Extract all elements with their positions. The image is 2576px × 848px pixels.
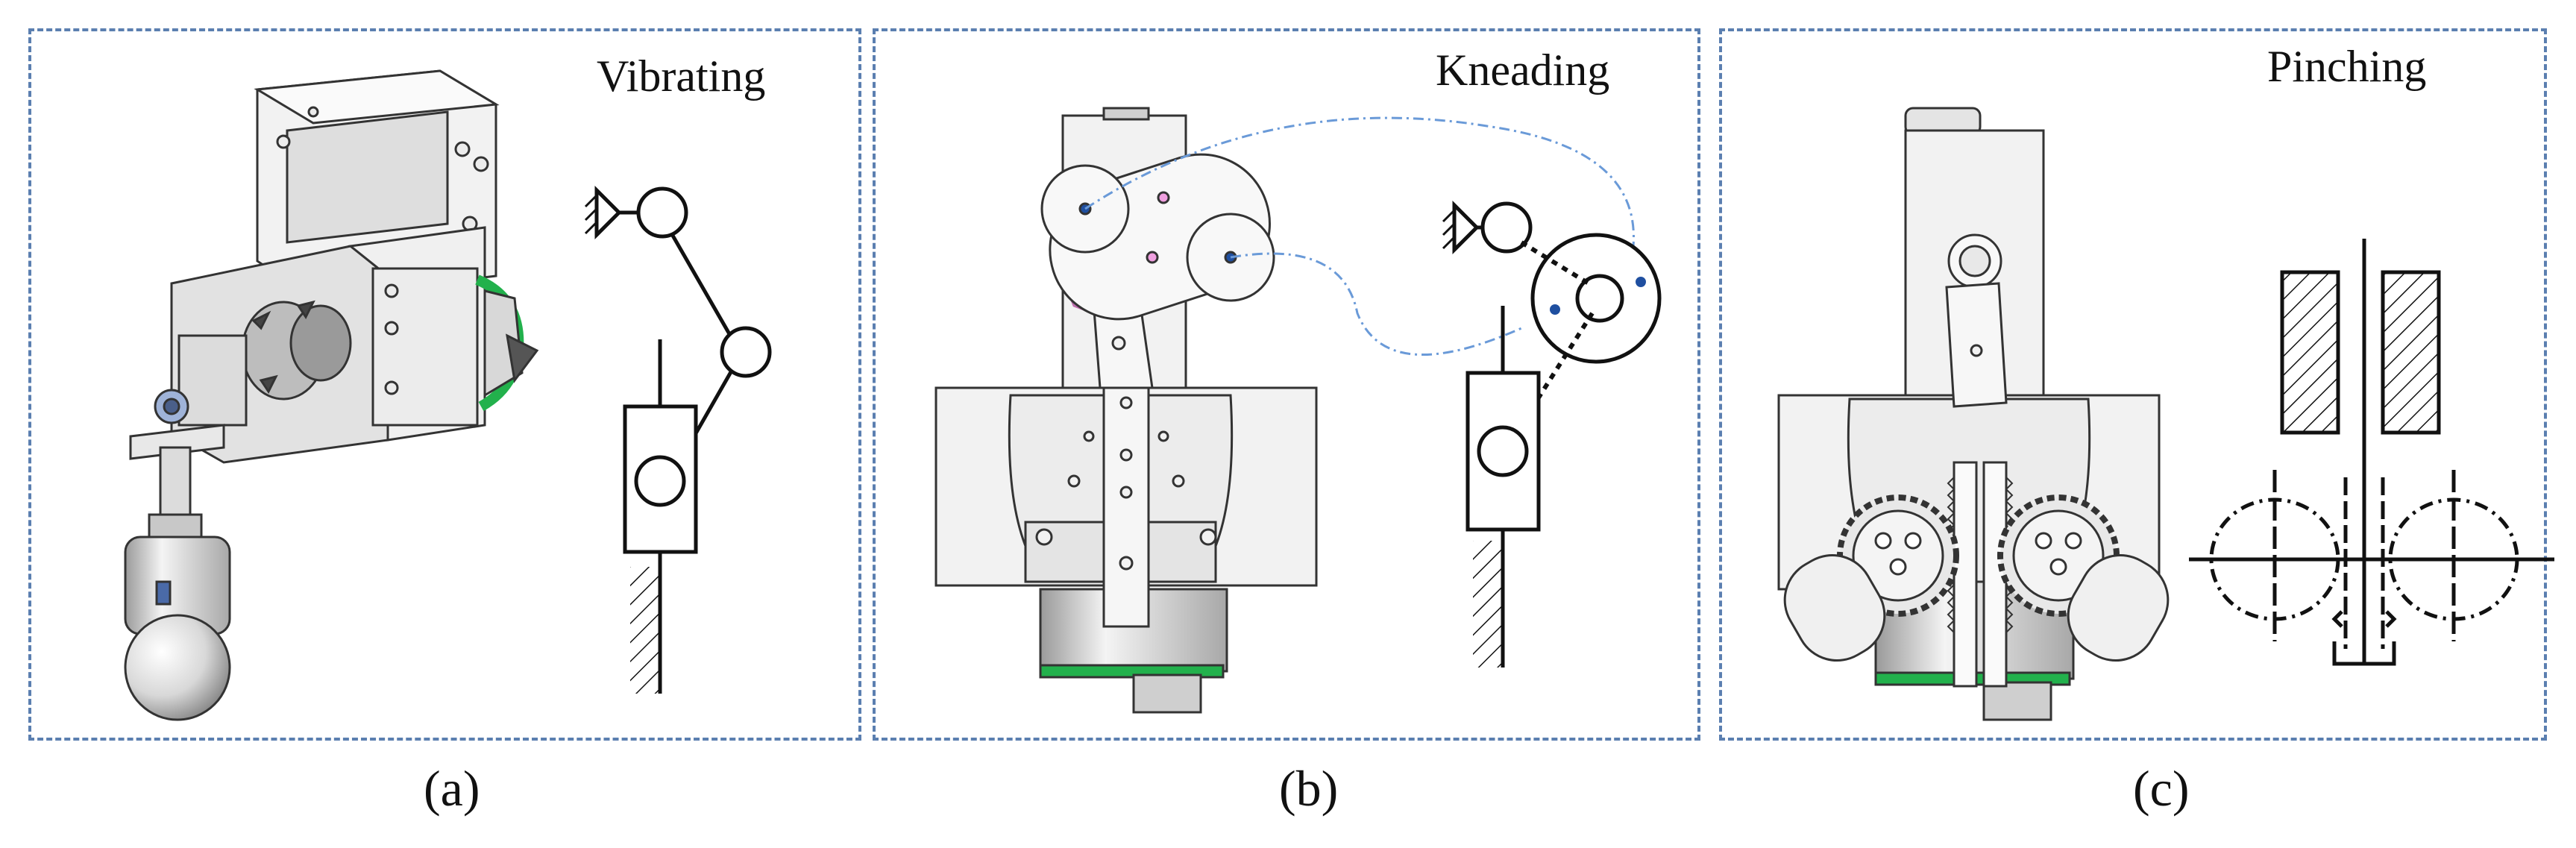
caption-b: (b) [1279,760,1339,817]
pinching-device-render [1777,107,2170,721]
vibrating-schematic [584,185,772,694]
caption-a: (a) [424,760,480,817]
panel-vibrating [28,28,861,741]
caption-c: (c) [2133,760,2190,817]
panel-kneading [873,28,1700,741]
title-pinching: Pinching [2267,42,2427,91]
pinching-schematic [2189,239,2554,666]
kneading-device-render [934,107,1318,714]
panel-pinching [1719,28,2547,741]
title-vibrating: Vibrating [597,51,766,101]
kneading-correspondence-lines [1084,116,1635,356]
vibrating-device-render [124,69,539,721]
title-kneading: Kneading [1436,45,1610,95]
kneading-schematic [1442,200,1662,668]
